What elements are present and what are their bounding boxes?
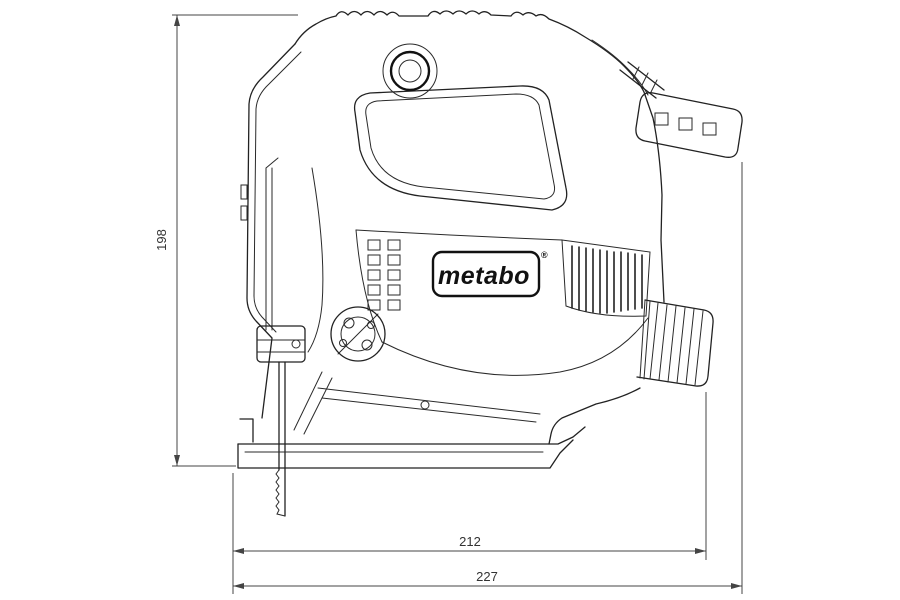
cam-inner-circle <box>340 316 376 352</box>
vent-slot <box>367 284 381 296</box>
motor-panel-bottom <box>381 317 649 376</box>
motor-vent-slots <box>367 239 401 311</box>
dust-port-outline <box>636 299 714 387</box>
cam-bolt <box>361 339 373 351</box>
knob-mid-ring <box>389 50 431 92</box>
vent-slot <box>387 269 401 281</box>
dust-port <box>636 299 714 387</box>
arrowhead-right <box>731 583 742 589</box>
base-rocker <box>293 371 541 435</box>
blade-guard-channel <box>265 157 279 331</box>
arrowhead-right <box>695 548 706 554</box>
dust-port-ribs <box>649 302 704 386</box>
cord-block-vent <box>678 117 693 131</box>
badge-outline <box>431 250 541 298</box>
vent-slot <box>367 254 381 266</box>
width-overall-dimension-value: 227 <box>476 569 498 584</box>
front-tab-upper <box>240 184 248 200</box>
width-inner-dimension-value: 212 <box>459 534 481 549</box>
rear-grip-hatching <box>561 239 651 317</box>
height-extension-lines <box>172 14 298 467</box>
dust-port-collar <box>639 299 651 380</box>
handle-opening-inner <box>365 93 555 200</box>
vent-slot <box>387 254 401 266</box>
vent-slot <box>367 239 381 251</box>
front-outline <box>246 43 296 419</box>
arrowhead-up <box>174 15 180 26</box>
dimension-height: 198 <box>154 14 298 467</box>
motor-panel-left <box>355 229 383 343</box>
front-inner-line <box>253 51 302 333</box>
registered-trademark: ® <box>541 250 548 260</box>
rear-inner-line <box>591 39 649 96</box>
cord-boot-ribs <box>632 66 658 93</box>
vent-slot <box>387 239 401 251</box>
arrowhead-left <box>233 548 244 554</box>
cam-pin <box>339 339 347 347</box>
arrowhead-down <box>174 455 180 466</box>
cam-bolt <box>343 317 355 329</box>
width-inner-extension-lines <box>232 392 707 594</box>
plate-top-edge <box>237 426 586 445</box>
handle-opening-outer <box>353 85 568 211</box>
saw-blade <box>278 361 286 517</box>
knob-outer-ring <box>382 43 438 99</box>
knob-center <box>398 59 422 83</box>
orbital-cam-mechanism <box>330 306 386 362</box>
rocker-front-edge <box>293 371 333 435</box>
vent-slot <box>367 269 381 281</box>
dimension-width-overall: 227 <box>233 162 743 594</box>
blade-clamp-lines <box>256 339 306 353</box>
plate-front-tab <box>239 418 254 443</box>
speed-dial-knob <box>382 43 438 99</box>
rocker-struts <box>317 387 541 423</box>
cam-lever <box>337 313 379 355</box>
blade-assembly <box>256 157 306 517</box>
rocker-pivot <box>420 400 430 410</box>
height-dimension-value: 198 <box>154 229 169 251</box>
jigsaw-body: metabo ® <box>237 10 743 517</box>
metabo-badge: metabo ® <box>431 250 548 298</box>
top-handle-grip-outline <box>294 10 665 303</box>
cam-outer-circle <box>330 306 386 362</box>
power-cord <box>619 61 743 158</box>
cord-block-vent <box>702 122 717 136</box>
dimension-width-inner: 212 <box>232 392 707 594</box>
gear-housing-curve <box>307 167 324 353</box>
blade-clamp <box>256 325 306 363</box>
brand-logo-text: metabo <box>438 262 530 290</box>
clamp-screw <box>291 339 301 349</box>
plate-body <box>237 439 574 469</box>
motor-panel-top <box>355 229 563 241</box>
grip-boundary <box>561 239 651 317</box>
rear-bottom-outline <box>548 387 641 445</box>
saw-blade-teeth <box>275 469 286 517</box>
cord-block-vent <box>654 112 669 126</box>
grip-hatch-lines <box>571 245 643 314</box>
arrowhead-left <box>233 583 244 589</box>
front-tab-lower <box>240 205 248 221</box>
vent-slot <box>367 299 381 311</box>
cord-end-block <box>635 92 743 158</box>
vent-slot <box>387 284 401 296</box>
vent-slot <box>387 299 401 311</box>
base-plate <box>237 418 586 469</box>
